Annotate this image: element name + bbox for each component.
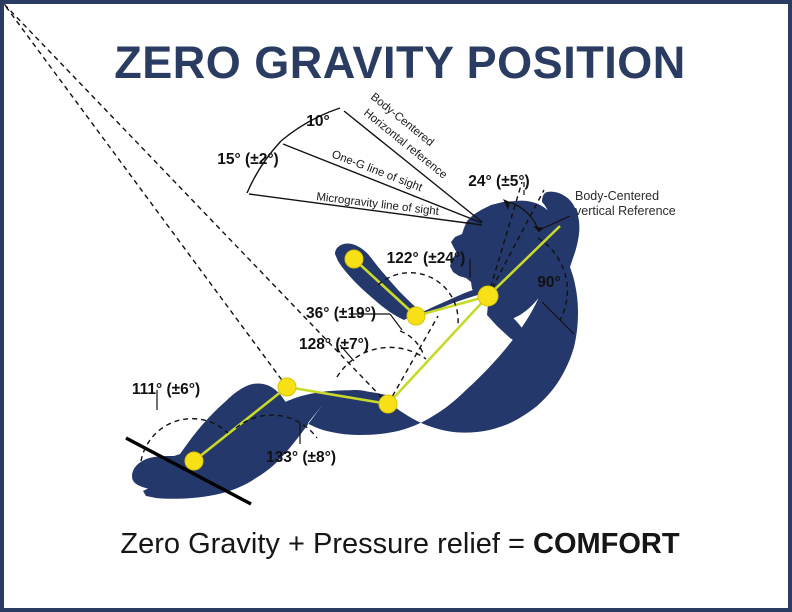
joint-ankle (184, 451, 204, 471)
arc-shoulder-36 (399, 330, 425, 357)
joint-shoulder (477, 285, 499, 307)
vertical-reference-dashed (487, 181, 523, 297)
shin-skeleton (193, 385, 288, 463)
angle-arcs (4, 4, 569, 462)
leader-lines (156, 182, 525, 444)
reference-line-fan (246, 107, 483, 226)
joint-elbow (406, 306, 426, 326)
neck-shape (487, 304, 528, 346)
leader-128 (339, 344, 355, 362)
angle-labels: 10° 15° (±2°) 24° (±5°) 90° 122° (±24°) … (132, 113, 561, 466)
label-15deg: 15° (±2°) (217, 151, 278, 168)
reference-labels: Body-Centered Horizontal reference One-G… (316, 91, 676, 218)
body-shape (132, 191, 580, 491)
label-133deg: 133° (±8°) (266, 449, 336, 466)
arc-15deg (246, 140, 282, 194)
spine-skeleton (387, 295, 489, 405)
arc-90 (537, 237, 569, 321)
page-title: ZERO GRAVITY POSITION (114, 37, 686, 88)
ref-line-one-g (282, 143, 483, 224)
thigh-skeleton (286, 385, 389, 406)
caption: Zero Gravity + Pressure relief = COMFORT (4, 528, 788, 561)
caption-bold-text: COMFORT (533, 528, 680, 560)
head-axis-dashed (487, 189, 545, 297)
joint-hand (344, 249, 364, 269)
label-111deg: 111° (±6°) (132, 381, 200, 398)
vertical-reference-arrow (503, 199, 575, 335)
joint-knee (277, 377, 297, 397)
ground-line (125, 436, 252, 506)
arc-knee-133 (235, 414, 318, 439)
arm-shape (335, 243, 492, 320)
joint-dots (184, 249, 499, 471)
label-128deg: 128° (±7°) (299, 336, 369, 353)
leg-shape (143, 390, 394, 499)
knee-reference-dashed (4, 4, 288, 388)
caption-plain-text: Zero Gravity + Pressure relief = (120, 528, 533, 560)
ref-line-microgravity (248, 193, 483, 226)
arc-ankle-111 (140, 417, 229, 462)
label-24deg: 24° (±5°) (468, 173, 529, 190)
head-skeleton (487, 225, 561, 297)
label-90deg: 90° (537, 274, 560, 291)
torso-reference-dashed (4, 4, 389, 405)
hip-reference-dashed (387, 315, 439, 405)
label-36deg: 36° (±19°) (306, 305, 376, 322)
label-body-centered-vertical-line2: vertical Reference (575, 204, 676, 218)
label-microgravity-line-of-sight: Microgravity line of sight (316, 191, 441, 218)
label-10deg: 10° (306, 113, 329, 130)
body-silhouette (132, 191, 580, 499)
arc-elbow-122 (377, 271, 459, 325)
joint-hip (378, 394, 398, 414)
zero-gravity-figure: 10° 15° (±2°) 24° (±5°) 90° 122° (±24°) … (4, 4, 676, 506)
arc-hip-128 (336, 346, 427, 378)
label-122deg: 122° (±24°) (387, 250, 466, 267)
label-body-centered-vertical-line1: Body-Centered (575, 189, 659, 203)
ref-line-horizontal (343, 110, 483, 223)
leader-36b (389, 313, 403, 331)
arc-10deg (280, 107, 341, 142)
